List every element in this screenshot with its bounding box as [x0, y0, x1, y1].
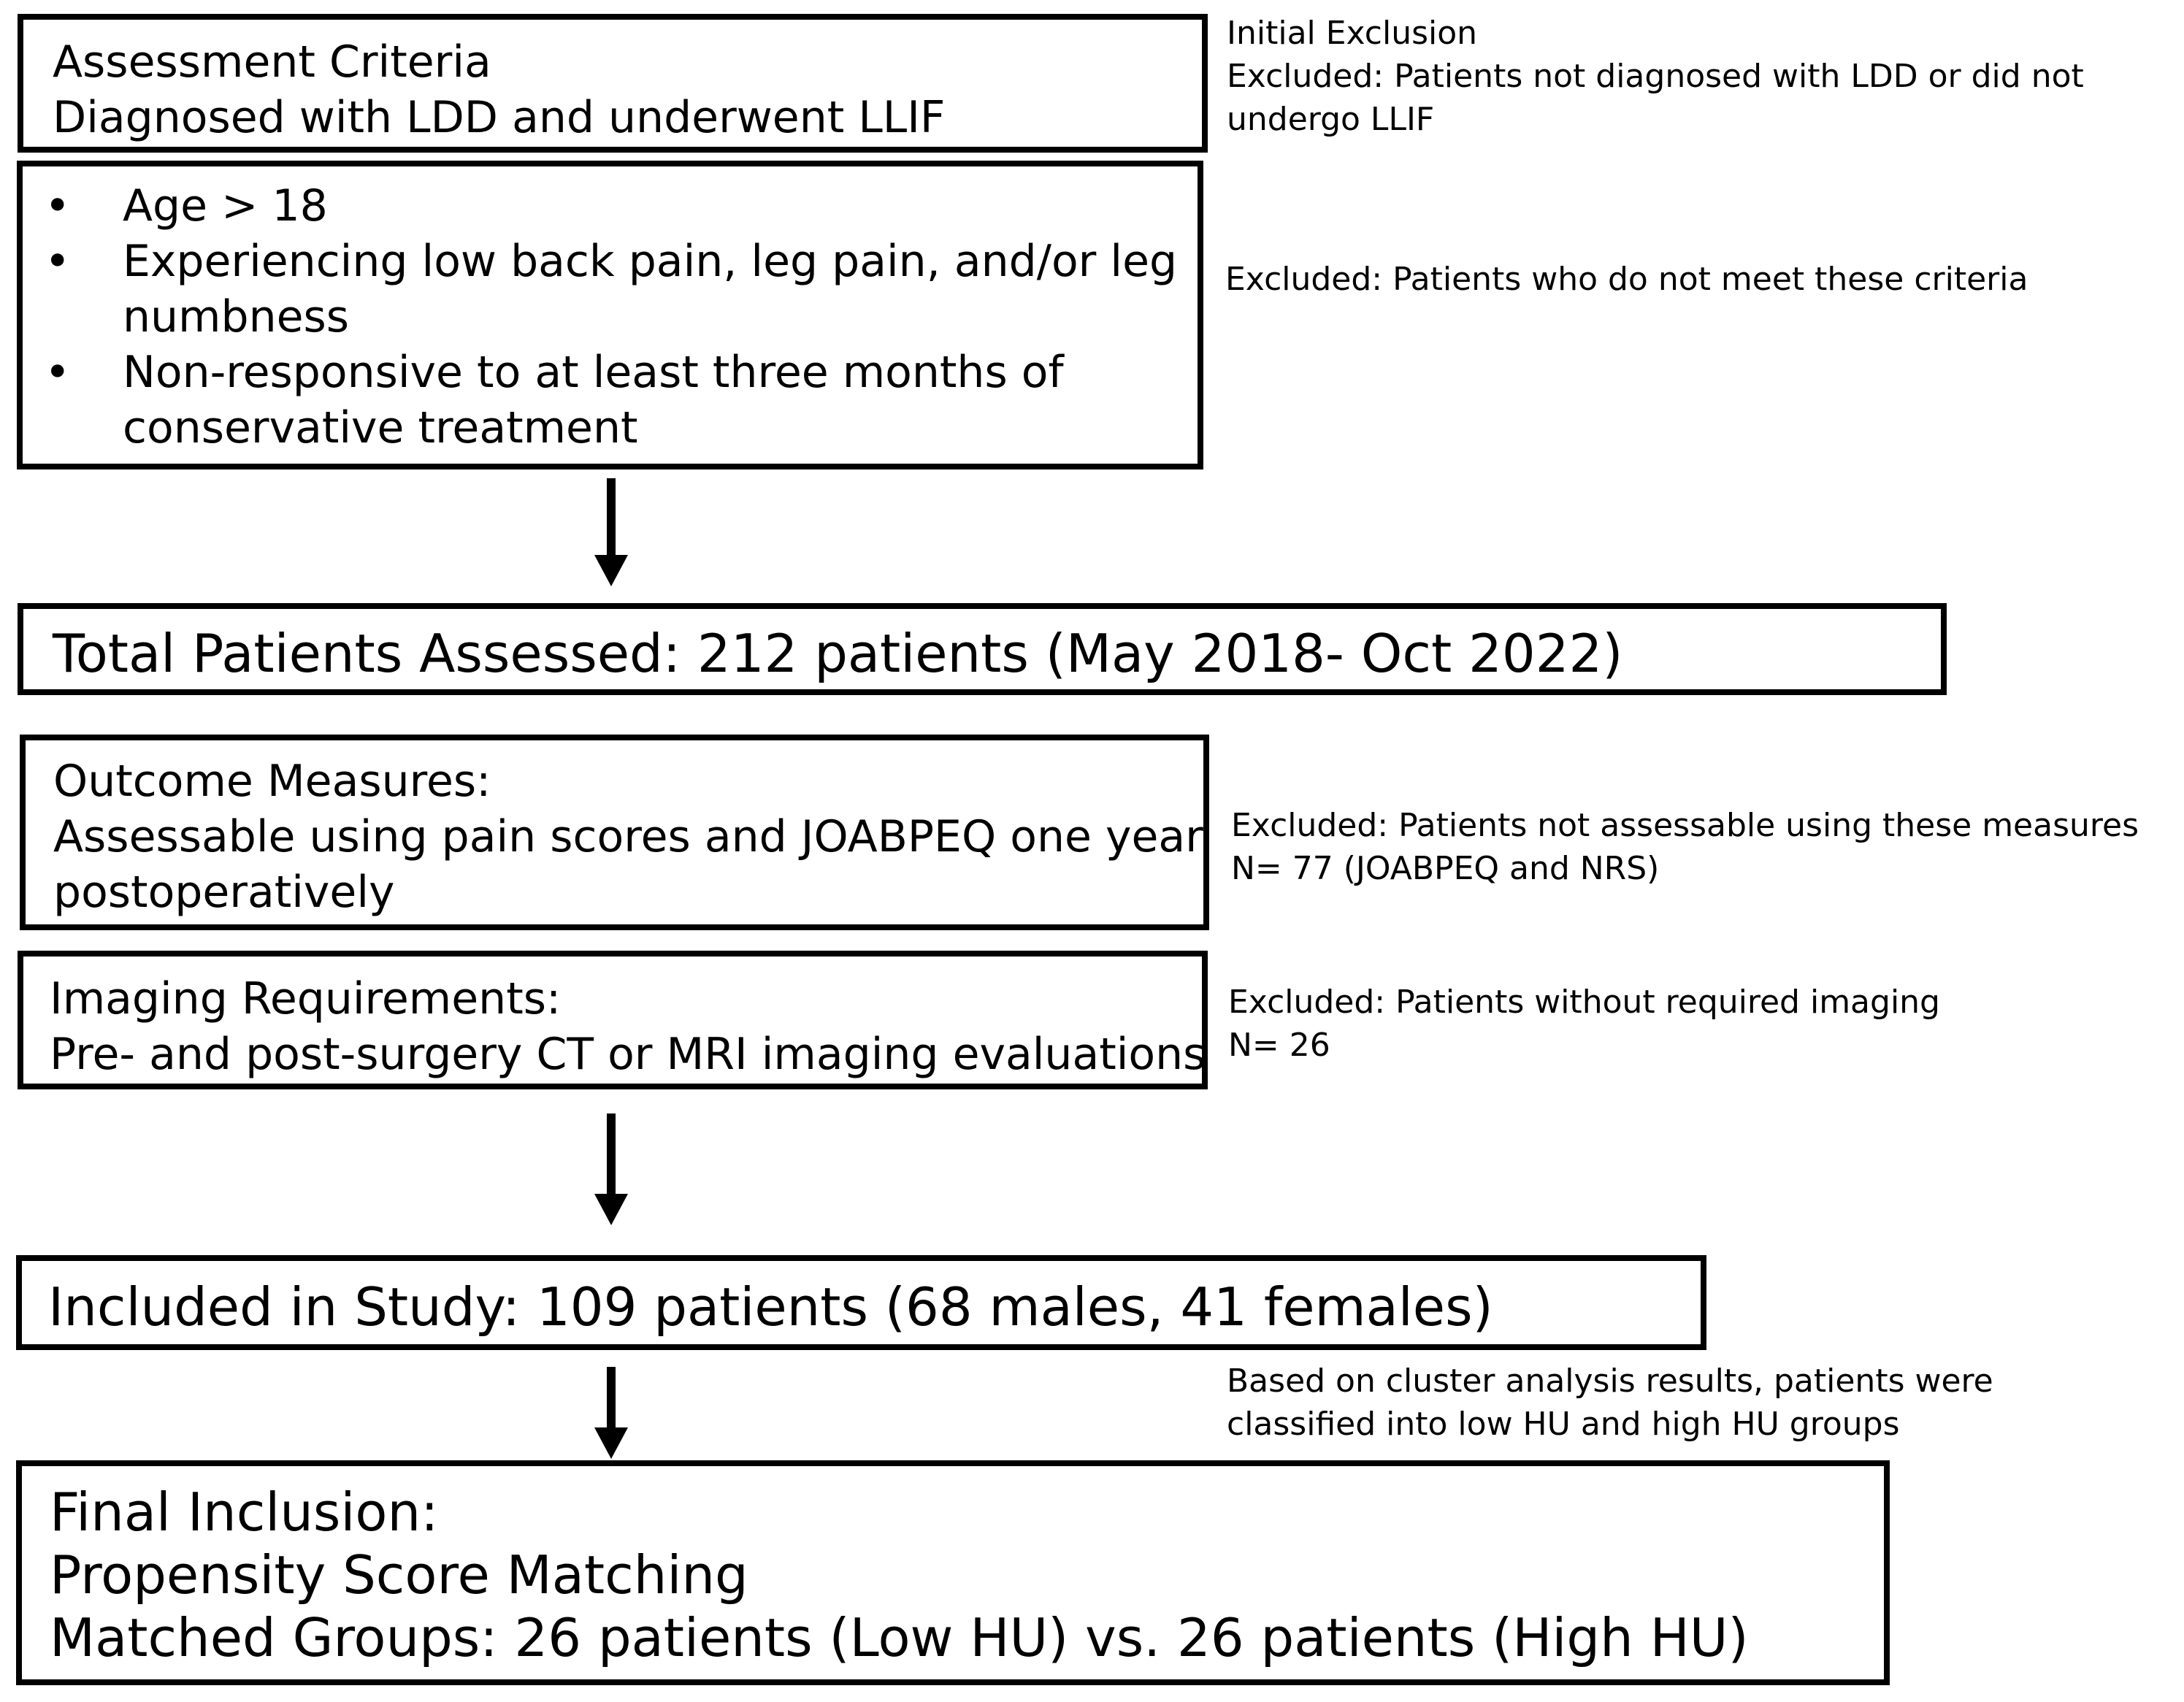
criteria-exclusion-note: Excluded: Patients who do not meet these… — [1225, 258, 2028, 301]
imaging-requirements-box: Imaging Requirements: Pre- and post-surg… — [18, 951, 1208, 1089]
included-in-study-box: Included in Study: 109 patients (68 male… — [16, 1255, 1706, 1350]
outcome-measures-box: Outcome Measures: Assessable using pain … — [20, 735, 1209, 930]
outcome-measures-text: postoperatively — [53, 867, 395, 918]
arrow-down-icon — [594, 1113, 628, 1225]
assessment-criteria-title: Assessment Criteria — [53, 37, 491, 88]
note-line: Based on cluster analysis results, patie… — [1227, 1362, 1993, 1400]
assessment-criteria-text: Diagnosed with LDD and underwent LLIF — [53, 92, 946, 143]
note-line: Initial Exclusion — [1227, 15, 1478, 52]
arrow-down-icon — [594, 478, 628, 586]
note-line: classified into low HU and high HU group… — [1227, 1406, 1900, 1443]
total-patients-box: Total Patients Assessed: 212 patients (M… — [18, 603, 1947, 695]
outcome-measures-title: Outcome Measures: — [53, 756, 491, 807]
bullet-icon: • — [45, 180, 71, 231]
inclusion-criteria-box: • Age > 18 • Experiencing low back pain,… — [17, 161, 1203, 469]
criteria-item-age: • Age > 18 — [23, 178, 1198, 234]
imaging-requirements-title: Imaging Requirements: — [50, 973, 562, 1024]
final-inclusion-title: Final Inclusion: — [50, 1481, 439, 1543]
bullet-icon: • — [45, 236, 71, 287]
note-line: N= 26 — [1228, 1027, 1330, 1064]
outcome-measures-text: Assessable using pain scores and JOABPEQ… — [53, 811, 1203, 862]
total-patients-text: Total Patients Assessed: 212 patients (M… — [53, 623, 1623, 684]
cluster-analysis-note: Based on cluster analysis results, patie… — [1227, 1360, 1993, 1446]
criteria-item-text: Non-responsive to at least three months … — [123, 347, 1064, 453]
imaging-exclusion-note: Excluded: Patients without required imag… — [1228, 981, 1940, 1067]
included-in-study-text: Included in Study: 109 patients (68 male… — [48, 1276, 1493, 1338]
final-inclusion-box: Final Inclusion: Propensity Score Matchi… — [16, 1460, 1890, 1685]
arrow-down-icon — [594, 1367, 628, 1459]
criteria-item-text: Experiencing low back pain, leg pain, an… — [123, 236, 1178, 342]
initial-exclusion-note: Initial Exclusion Excluded: Patients not… — [1227, 12, 2084, 141]
note-line: undergo LLIF — [1227, 101, 1435, 138]
note-line: Excluded: Patients not diagnosed with LD… — [1227, 58, 2084, 95]
assessment-criteria-box: Assessment Criteria Diagnosed with LDD a… — [18, 14, 1208, 153]
final-inclusion-groups: Matched Groups: 26 patients (Low HU) vs.… — [50, 1607, 1749, 1668]
note-line: Excluded: Patients without required imag… — [1228, 984, 1940, 1021]
criteria-item-text: Age > 18 — [123, 180, 328, 231]
note-line: N= 77 (JOABPEQ and NRS) — [1231, 850, 1660, 887]
criteria-item-pain: • Experiencing low back pain, leg pain, … — [23, 234, 1198, 345]
outcome-exclusion-note: Excluded: Patients not assessable using … — [1231, 804, 2139, 890]
note-line: Excluded: Patients not assessable using … — [1231, 807, 2139, 844]
criteria-item-treatment: • Non-responsive to at least three month… — [23, 345, 1198, 456]
final-inclusion-method: Propensity Score Matching — [50, 1544, 748, 1606]
bullet-icon: • — [45, 347, 71, 398]
note-line: Excluded: Patients who do not meet these… — [1225, 261, 2028, 298]
imaging-requirements-text: Pre- and post-surgery CT or MRI imaging … — [50, 1029, 1206, 1080]
